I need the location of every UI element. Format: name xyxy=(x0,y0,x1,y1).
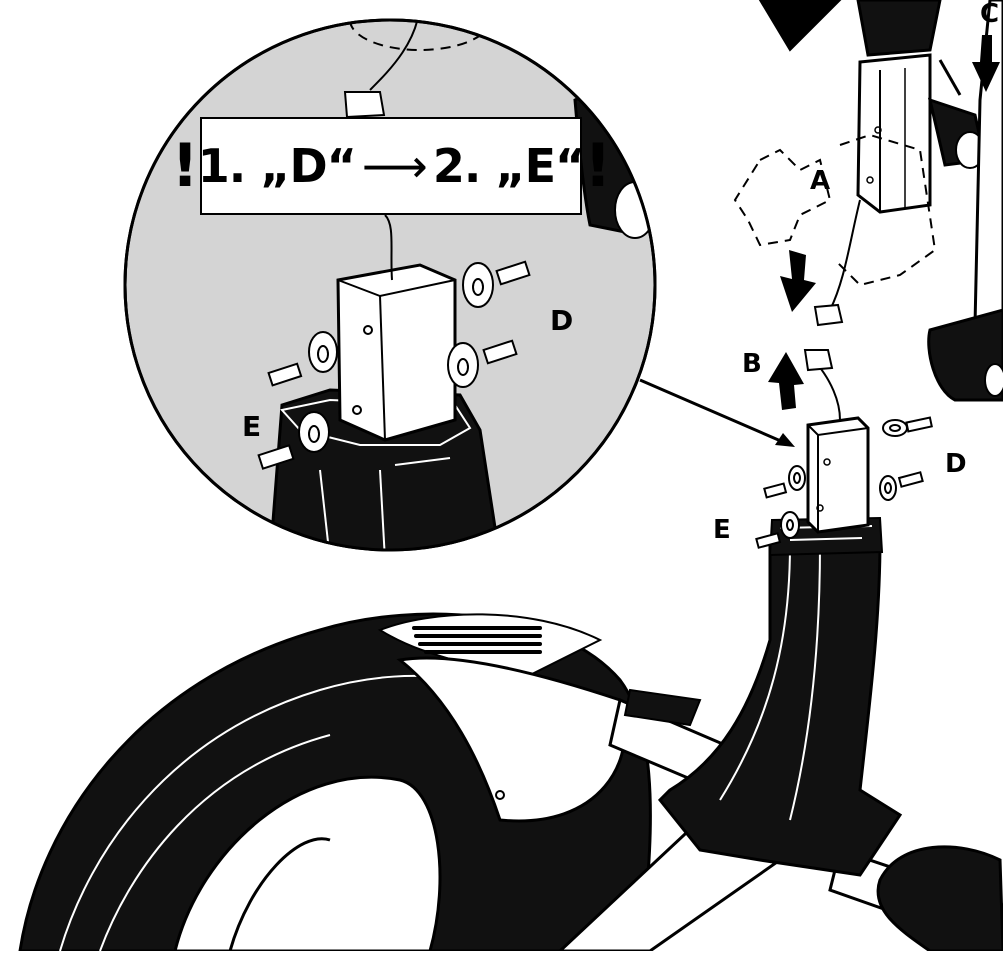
direction-arrows xyxy=(768,35,1000,410)
label-d-main: D xyxy=(945,449,967,479)
warning-exclamation-right: ! xyxy=(584,131,611,201)
arrow-right-icon: ⟶ xyxy=(361,139,428,193)
upright-column xyxy=(657,349,903,877)
label-c: C xyxy=(980,0,999,29)
instruction-box: ! 1. „D“ ⟶ 2. „E“ ! xyxy=(171,117,612,215)
warning-exclamation-left: ! xyxy=(171,131,198,201)
instruction-step-1: 1. „D“ xyxy=(197,139,357,193)
label-d-detail: D xyxy=(550,304,573,337)
label-e-detail: E xyxy=(242,410,261,443)
detail-callout xyxy=(123,18,657,552)
label-b: B xyxy=(742,349,762,379)
instruction-step-2: 2. „E“ xyxy=(432,139,585,193)
label-a: A xyxy=(810,166,830,196)
detail-leader-line xyxy=(639,378,791,447)
main-hardware xyxy=(755,416,933,549)
flywheel-housing xyxy=(18,612,652,953)
vent-grill xyxy=(412,626,542,654)
console-mast xyxy=(733,0,1003,402)
label-e-main: E xyxy=(713,515,731,545)
